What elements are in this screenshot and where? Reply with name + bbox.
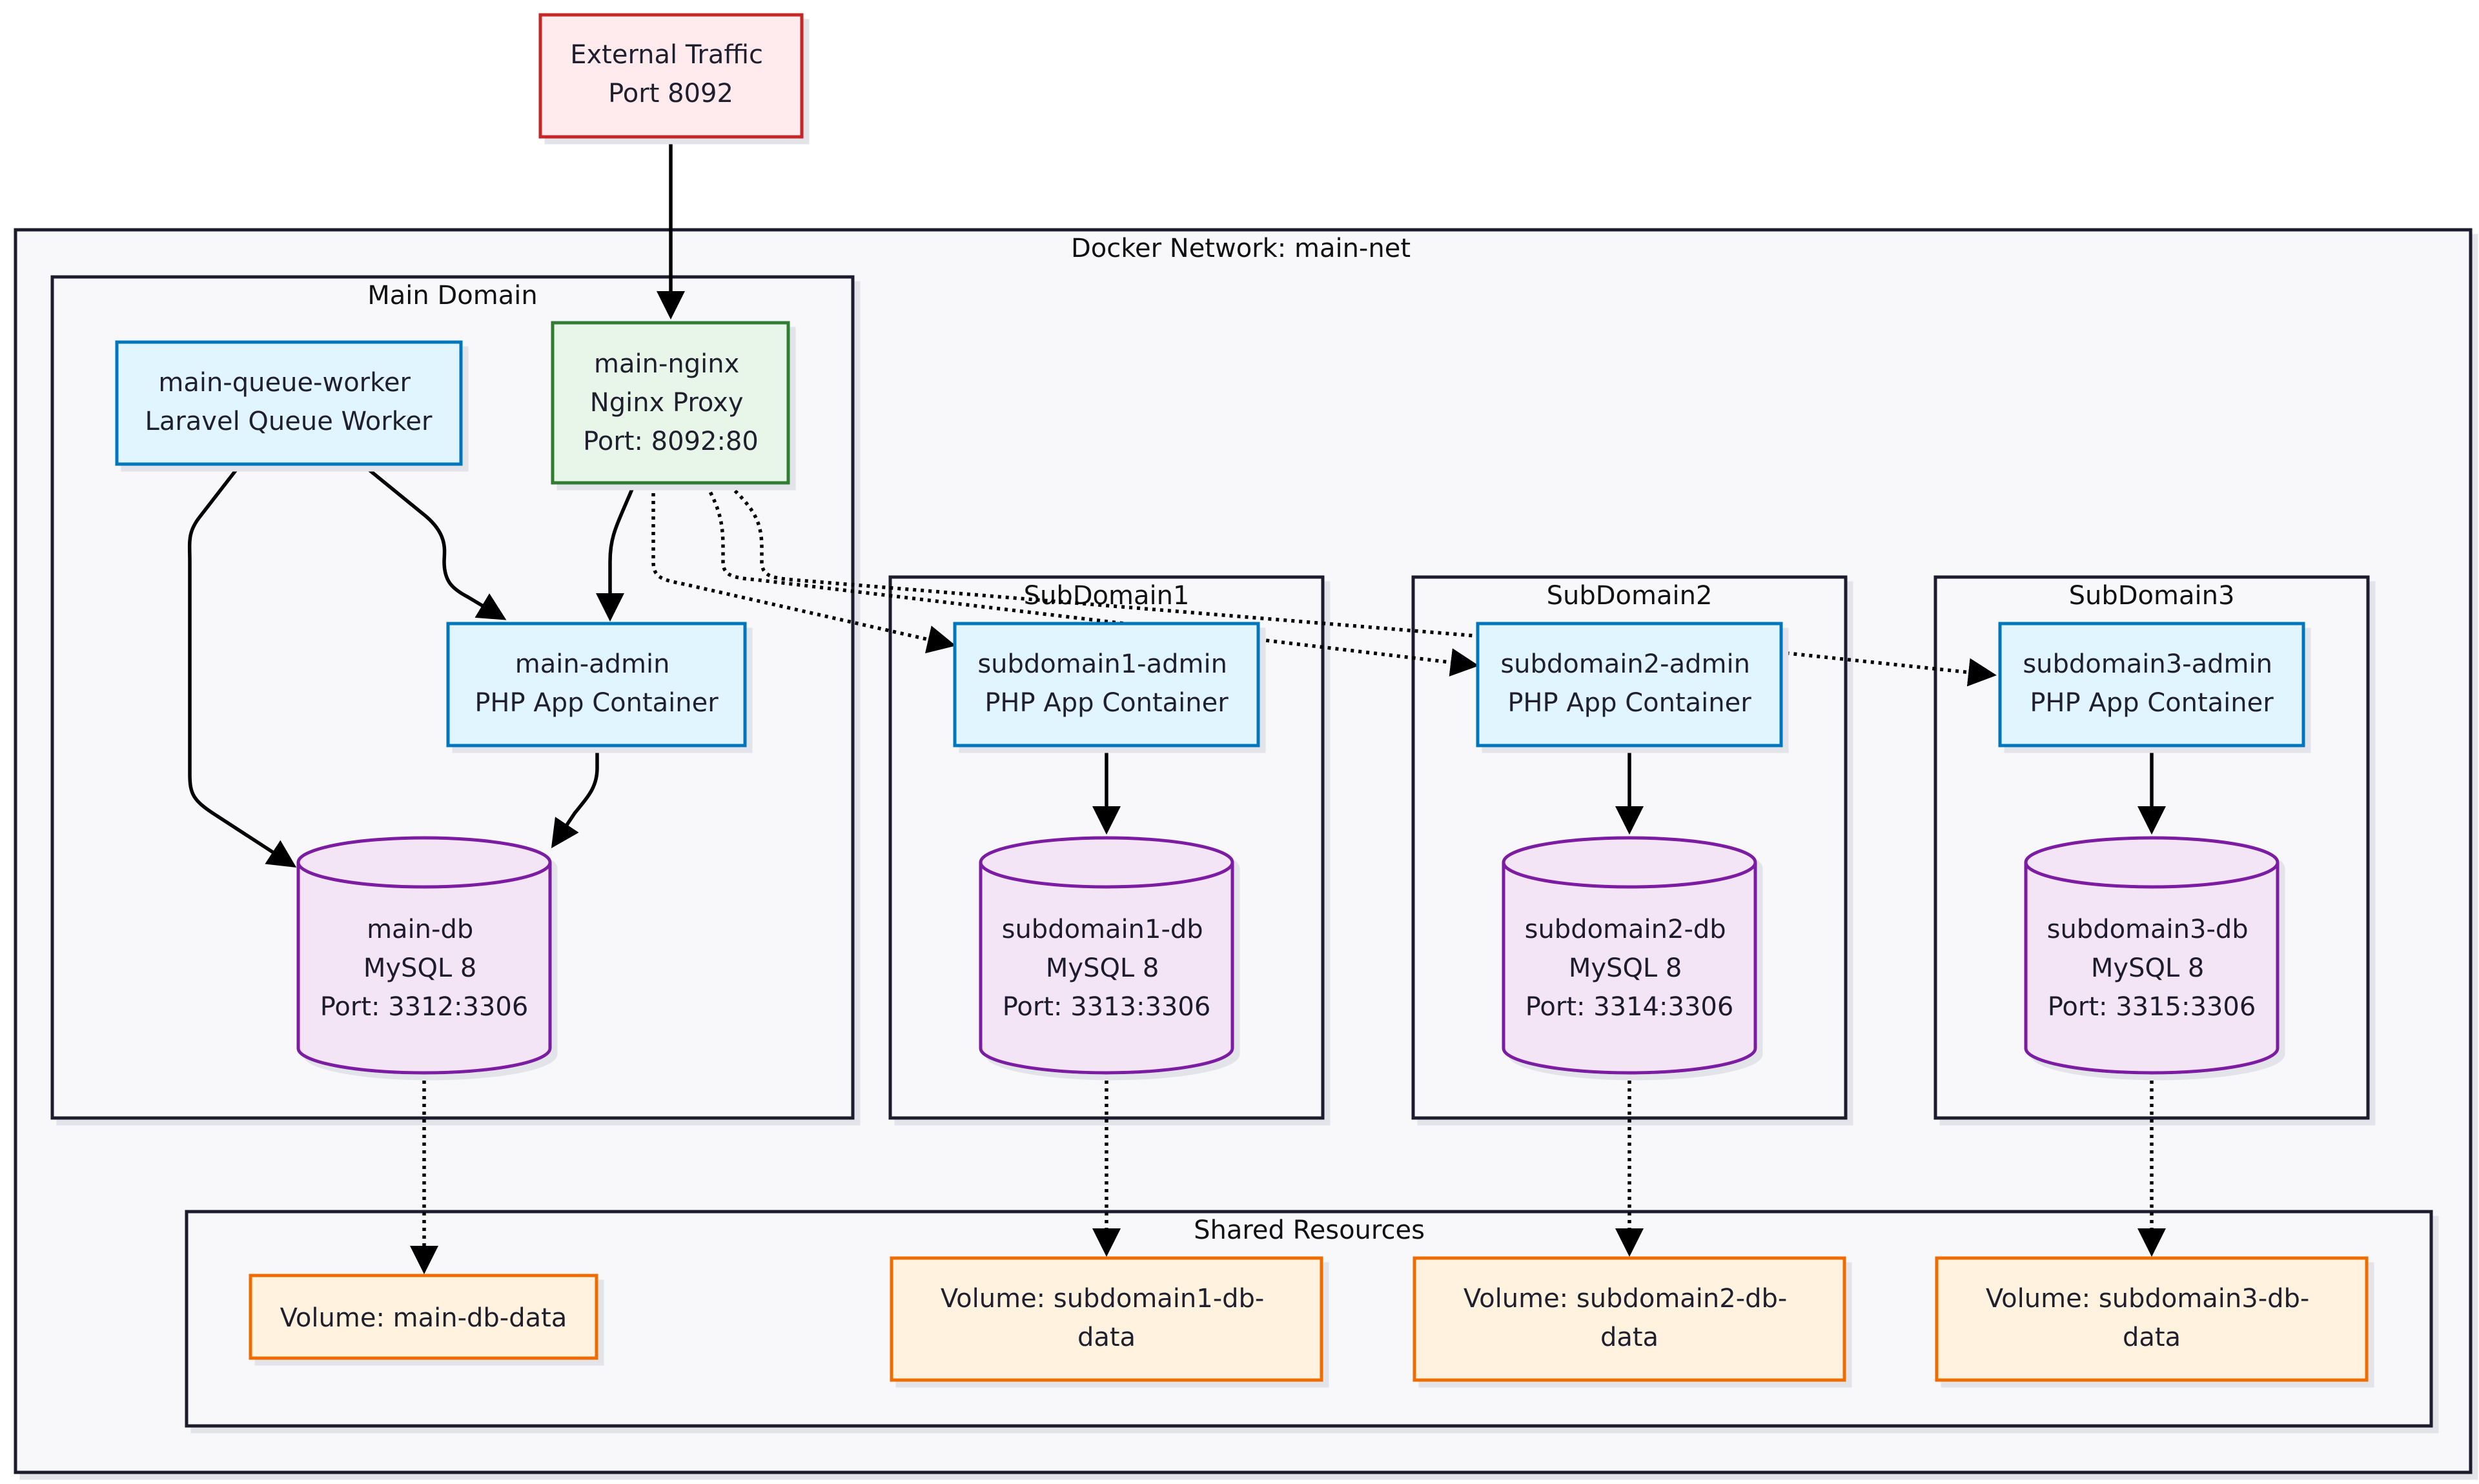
svg-text:main-admin PHP App Conta: main-admin PHP App Container xyxy=(474,649,719,718)
node-main-admin-line-2: PHP App Container xyxy=(474,688,719,718)
node-sub3-db-line-3: Port: 3315:3306 xyxy=(2048,992,2256,1022)
node-external-line-2: Port 8092 xyxy=(608,79,733,108)
node-subdomain1-db: subdomain1-db MySQL 8 Port: 3313:3306 xyxy=(979,836,1234,1075)
edge-nginx-to-sub1-admin xyxy=(651,485,956,654)
node-volume-main-db-data: Volume: main-db-data xyxy=(249,1274,598,1360)
group-docker-network-label: Docker Network: main-net xyxy=(1071,234,1411,263)
node-sub1-db-line-3: Port: 3313:3306 xyxy=(1003,992,1211,1022)
edge-queue-to-main-db xyxy=(187,463,297,868)
node-sub2-db-line-2: MySQL 8 xyxy=(1569,953,1682,983)
node-vol-sub2-line-2: data xyxy=(1600,1323,1658,1352)
node-external-line-1: External Traffic xyxy=(570,40,763,70)
group-subdomain2-label: SubDomain2 xyxy=(1547,581,1713,611)
node-sub2-db-line-1: subdomain2-db xyxy=(1525,915,1726,944)
group-subdomain3-label: SubDomain3 xyxy=(2069,581,2235,611)
node-volume-subdomain1-db-data: Volume: subdomain1-db- data xyxy=(890,1256,1323,1382)
svg-text:subdomain1-db MySQL 8: subdomain1-db MySQL 8 Port: 3313:3306 xyxy=(1002,915,1212,1022)
node-sub3-admin-line-1: subdomain3-admin xyxy=(2023,649,2272,679)
node-main-admin: main-admin PHP App Container xyxy=(446,622,747,747)
svg-text:subdomain2-db MySQL 8: subdomain2-db MySQL 8 Port: 3314:3306 xyxy=(1525,915,1735,1022)
node-vol-sub1-line-1: Volume: subdomain1-db- xyxy=(941,1284,1264,1314)
edge-nginx-to-main-admin xyxy=(596,483,636,622)
svg-text:main-queue-worker Larave: main-queue-worker Laravel Queue Worker xyxy=(145,368,433,436)
svg-text:main-nginx Nginx Proxy: main-nginx Nginx Proxy Port: 8092:80 xyxy=(583,349,759,456)
node-main-queue-worker: main-queue-worker Laravel Queue Worker xyxy=(115,340,463,466)
node-main-db-line-3: Port: 3312:3306 xyxy=(320,992,529,1022)
node-main-nginx: main-nginx Nginx Proxy Port: 8092:80 xyxy=(551,321,790,485)
edge-nginx-to-sub3-admin xyxy=(728,484,1997,687)
node-main-db: main-db MySQL 8 Port: 3312:3306 xyxy=(296,836,552,1075)
node-vol-sub3-line-2: data xyxy=(2123,1323,2181,1352)
node-sub2-admin-line-2: PHP App Container xyxy=(1507,688,1751,718)
node-subdomain2-admin: subdomain2-admin PHP App Container xyxy=(1476,622,1783,747)
svg-text:main-db MySQL 8 Po: main-db MySQL 8 Port: 3312:3306 xyxy=(320,915,529,1022)
node-queue-line-2: Laravel Queue Worker xyxy=(145,407,433,436)
node-sub1-admin-line-1: subdomain1-admin xyxy=(977,649,1227,679)
svg-text:External Traffic Port 80: External Traffic Port 8092 xyxy=(570,40,771,108)
group-main-domain-label: Main Domain xyxy=(367,281,537,310)
node-sub3-db-line-2: MySQL 8 xyxy=(2091,953,2205,983)
edges xyxy=(187,137,2166,1274)
node-sub2-admin-line-1: subdomain2-admin xyxy=(1500,649,1750,679)
svg-text:subdomain1-admin PHP App: subdomain1-admin PHP App Container xyxy=(977,649,1235,718)
group-shared-resources-label: Shared Resources xyxy=(1194,1215,1425,1245)
svg-text:subdomain3-db MySQL 8: subdomain3-db MySQL 8 Port: 3315:3306 xyxy=(2047,915,2257,1022)
node-subdomain3-db: subdomain3-db MySQL 8 Port: 3315:3306 xyxy=(2024,836,2280,1075)
node-main-db-line-2: MySQL 8 xyxy=(363,953,477,983)
svg-text:subdomain2-admin PHP App: subdomain2-admin PHP App Container xyxy=(1500,649,1758,718)
node-volume-subdomain2-db-data: Volume: subdomain2-db- data xyxy=(1413,1256,1846,1382)
node-main-db-line-1: main-db xyxy=(367,915,473,944)
node-vol-sub2-line-1: Volume: subdomain2-db- xyxy=(1464,1284,1787,1314)
node-sub3-db-line-1: subdomain3-db xyxy=(2047,915,2249,944)
svg-text:Volume: subdomain2-db- d: Volume: subdomain2-db- data xyxy=(1464,1284,1795,1352)
svg-text:subdomain3-admin PHP App: subdomain3-admin PHP App Container xyxy=(2023,649,2280,718)
node-nginx-line-1: main-nginx xyxy=(594,349,739,379)
node-sub1-db-line-2: MySQL 8 xyxy=(1046,953,1159,983)
node-volume-subdomain3-db-data: Volume: subdomain3-db- data xyxy=(1935,1256,2369,1382)
node-nginx-line-3: Port: 8092:80 xyxy=(583,427,759,456)
node-sub2-db-line-3: Port: 3314:3306 xyxy=(1525,992,1734,1022)
svg-text:Volume: main-db-data: Volume: main-db-data xyxy=(280,1303,567,1333)
node-queue-line-1: main-queue-worker xyxy=(158,368,411,398)
node-nginx-line-2: Nginx Proxy xyxy=(590,388,744,418)
node-external-traffic: External Traffic Port 8092 xyxy=(538,13,804,139)
node-subdomain1-admin: subdomain1-admin PHP App Container xyxy=(953,622,1260,747)
node-main-admin-line-1: main-admin xyxy=(515,649,670,679)
node-subdomain2-db: subdomain2-db MySQL 8 Port: 3314:3306 xyxy=(1502,836,1757,1075)
edge-main-admin-to-main-db xyxy=(551,746,599,849)
node-vol-sub3-line-1: Volume: subdomain3-db- xyxy=(1986,1284,2309,1314)
node-subdomain3-admin: subdomain3-admin PHP App Container xyxy=(1998,622,2305,747)
svg-text:Volume: subdomain1-db- d: Volume: subdomain1-db- data xyxy=(941,1284,1272,1352)
node-vol-main-line-1: Volume: main-db-data xyxy=(280,1303,567,1333)
node-sub3-admin-line-2: PHP App Container xyxy=(2030,688,2274,718)
svg-text:Volume: subdomain3-db- d: Volume: subdomain3-db- data xyxy=(1986,1284,2318,1352)
edge-queue-to-main-admin xyxy=(362,463,507,620)
node-vol-sub1-line-2: data xyxy=(1077,1323,1136,1352)
node-sub1-admin-line-2: PHP App Container xyxy=(984,688,1229,718)
node-sub1-db-line-1: subdomain1-db xyxy=(1002,915,1203,944)
